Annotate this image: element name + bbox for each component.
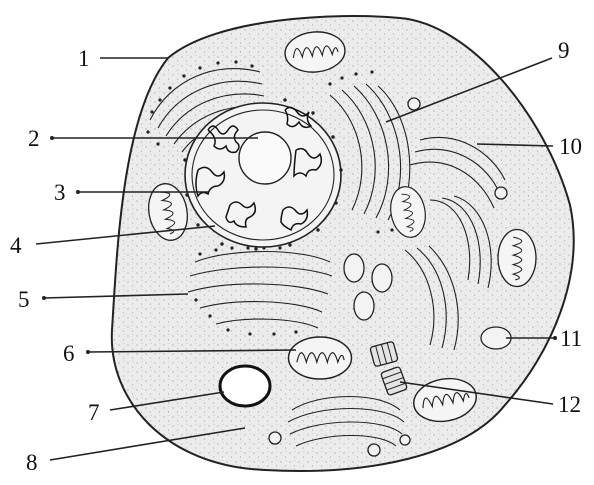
label-9: 9	[558, 38, 570, 63]
label-5: 5	[18, 287, 30, 312]
label-8: 8	[26, 450, 38, 475]
label-7: 7	[88, 400, 100, 425]
label-10: 10	[559, 134, 582, 159]
mitochondrion-right	[498, 230, 536, 287]
label-12: 12	[558, 392, 581, 417]
nucleolus	[239, 132, 291, 184]
label-3: 3	[54, 180, 66, 205]
label-4: 4	[10, 233, 22, 258]
label-2: 2	[28, 126, 40, 151]
label-1: 1	[78, 46, 90, 71]
label-11: 11	[560, 326, 582, 351]
vacuole	[220, 366, 270, 406]
label-6: 6	[63, 341, 75, 366]
mitochondrion-lower	[289, 337, 352, 379]
